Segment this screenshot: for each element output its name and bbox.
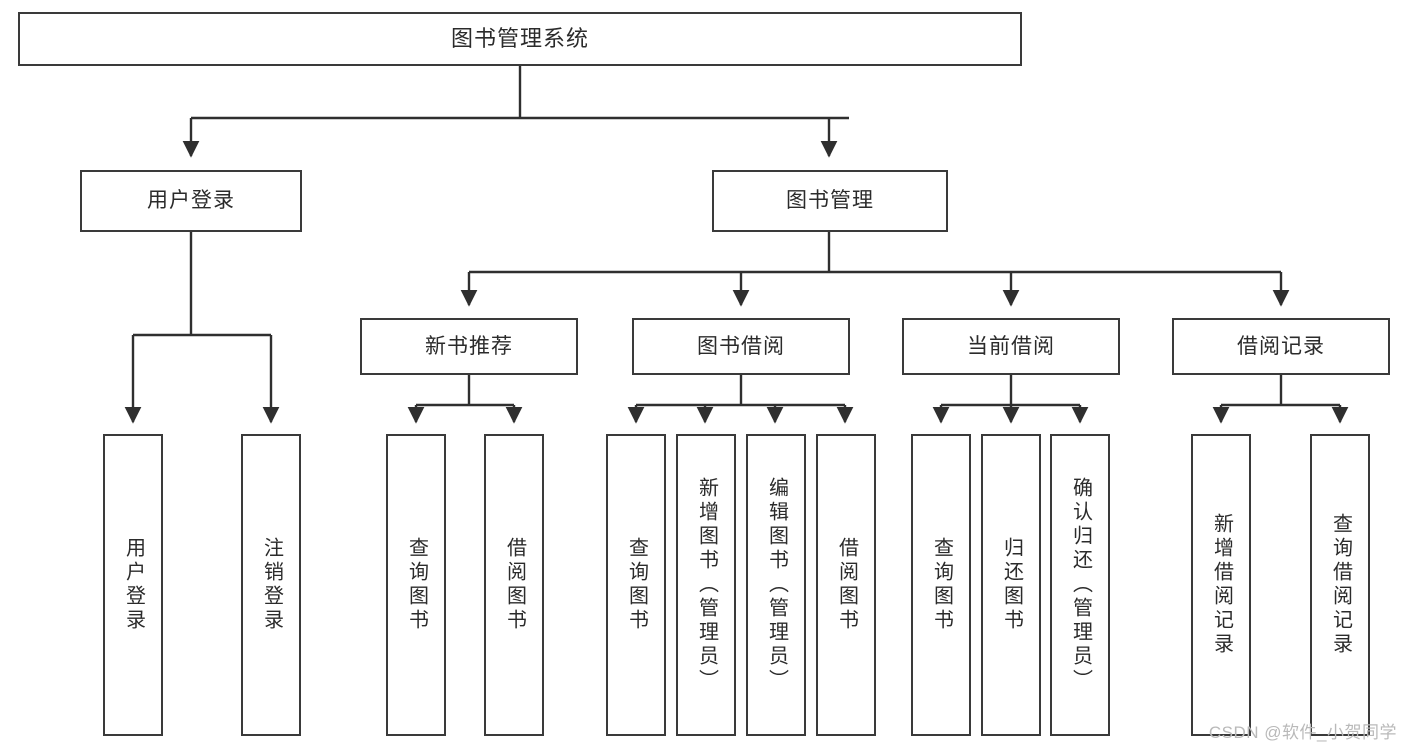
leaf-confirm-return-admin[interactable]: 确认归还（管理员） (1050, 434, 1110, 736)
leaf-edit-book-admin[interactable]: 编辑图书（管理员） (746, 434, 806, 736)
leaf-label: 注销登录 (260, 537, 283, 633)
leaf-label: 归还图书 (1000, 537, 1023, 633)
leaf-add-book-admin[interactable]: 新增图书（管理员） (676, 434, 736, 736)
leaf-borrow-book-recommend[interactable]: 借阅图书 (484, 434, 544, 736)
leaf-label: 新增借阅记录 (1210, 513, 1233, 657)
node-root-system[interactable]: 图书管理系统 (18, 12, 1022, 66)
leaf-query-book-borrow[interactable]: 查询图书 (606, 434, 666, 736)
leaf-logout[interactable]: 注销登录 (241, 434, 301, 736)
leaf-label: 查询借阅记录 (1329, 513, 1352, 657)
leaf-borrow-book[interactable]: 借阅图书 (816, 434, 876, 736)
leaf-label: 确认归还（管理员） (1069, 477, 1092, 693)
leaf-query-borrow-record[interactable]: 查询借阅记录 (1310, 434, 1370, 736)
leaf-add-borrow-record[interactable]: 新增借阅记录 (1191, 434, 1251, 736)
leaf-label: 查询图书 (405, 537, 428, 633)
node-user-login[interactable]: 用户登录 (80, 170, 302, 232)
leaf-query-book-recommend[interactable]: 查询图书 (386, 434, 446, 736)
leaf-label: 用户登录 (122, 537, 145, 633)
watermark-text: CSDN @软件_小贺同学 (1208, 723, 1397, 742)
leaf-label: 查询图书 (930, 537, 953, 633)
leaf-label: 查询图书 (625, 537, 648, 633)
leaf-label: 借阅图书 (503, 537, 526, 633)
leaf-label: 新增图书（管理员） (695, 477, 718, 693)
node-new-book-recommend[interactable]: 新书推荐 (360, 318, 578, 375)
leaf-return-book[interactable]: 归还图书 (981, 434, 1041, 736)
leaf-user-login[interactable]: 用户登录 (103, 434, 163, 736)
node-borrow-record[interactable]: 借阅记录 (1172, 318, 1390, 375)
node-current-borrow[interactable]: 当前借阅 (902, 318, 1120, 375)
leaf-label: 编辑图书（管理员） (765, 477, 788, 693)
node-book-borrow[interactable]: 图书借阅 (632, 318, 850, 375)
leaf-label: 借阅图书 (835, 537, 858, 633)
node-book-management[interactable]: 图书管理 (712, 170, 948, 232)
leaf-query-book-current[interactable]: 查询图书 (911, 434, 971, 736)
